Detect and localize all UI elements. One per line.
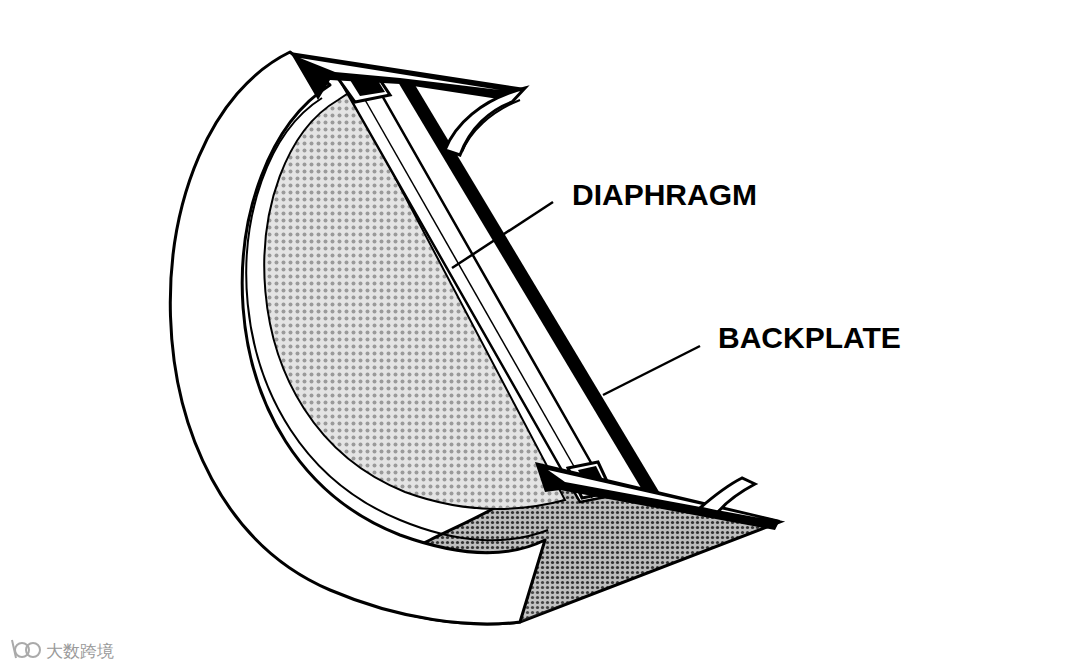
part-label: BACKPLATE [718, 321, 901, 355]
leader-line [603, 346, 700, 395]
leader-line [452, 202, 553, 268]
watermark-logo [12, 640, 40, 658]
watermark: 大数跨境 [46, 640, 114, 663]
part-label: DIAPHRAGM [572, 178, 757, 212]
